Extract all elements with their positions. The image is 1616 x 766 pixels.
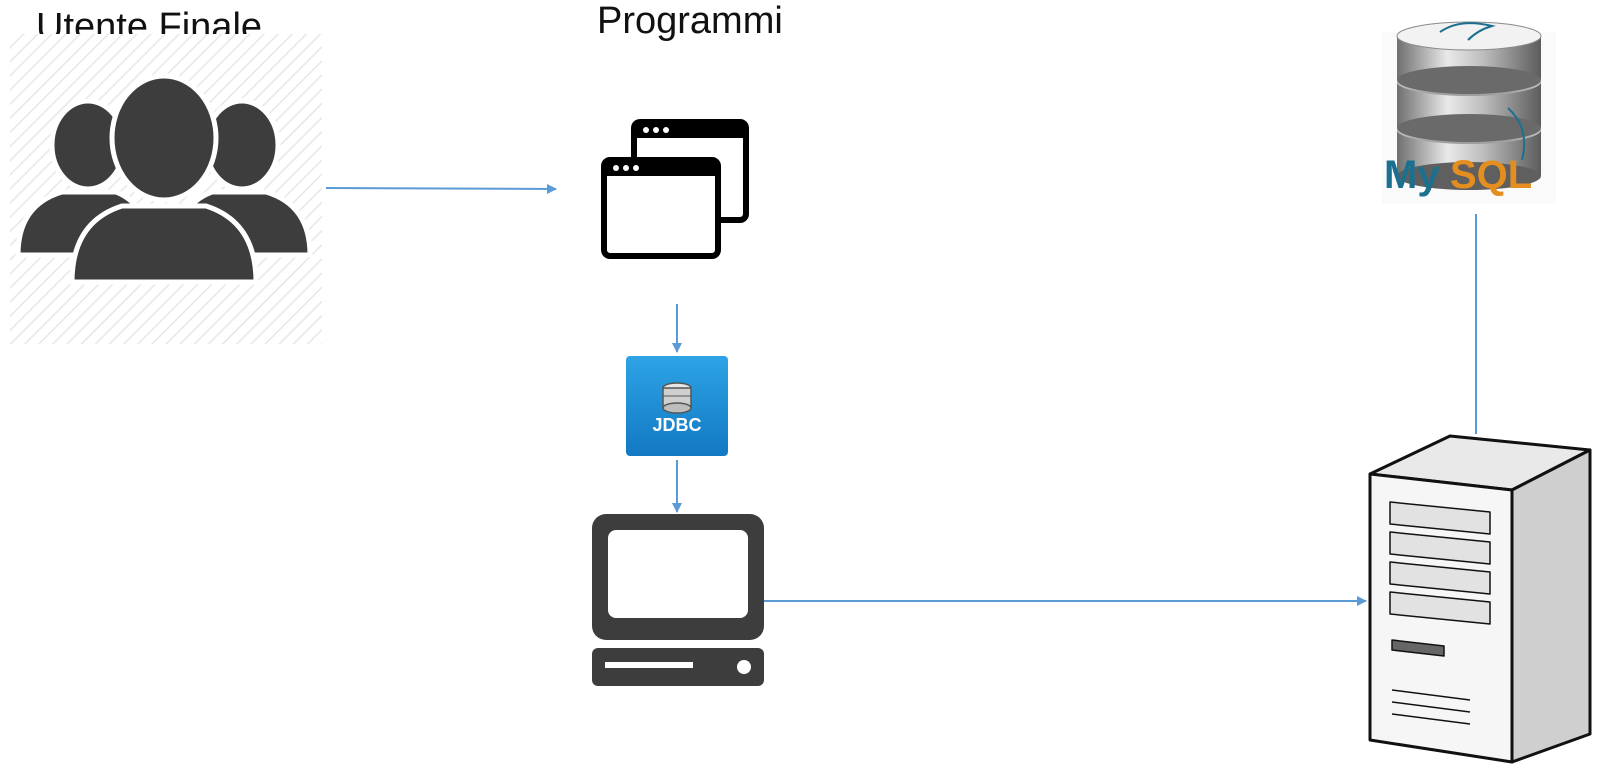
users-group-icon <box>10 34 322 344</box>
mysql-database-icon: My SQL <box>1382 21 1556 204</box>
computer-terminal-icon <box>592 514 764 686</box>
server-tower-icon <box>1368 434 1592 764</box>
jdbc-label: JDBC <box>652 415 701 435</box>
programs-label: Programmi <box>597 0 783 42</box>
connectors <box>325 183 1477 606</box>
mysql-text-my: My <box>1384 153 1440 197</box>
arrow-users-to-programs <box>325 183 557 194</box>
mysql-text-sql: SQL <box>1450 153 1532 197</box>
jdbc-database-icon: JDBC <box>626 356 728 456</box>
app-windows-icon <box>601 119 749 259</box>
